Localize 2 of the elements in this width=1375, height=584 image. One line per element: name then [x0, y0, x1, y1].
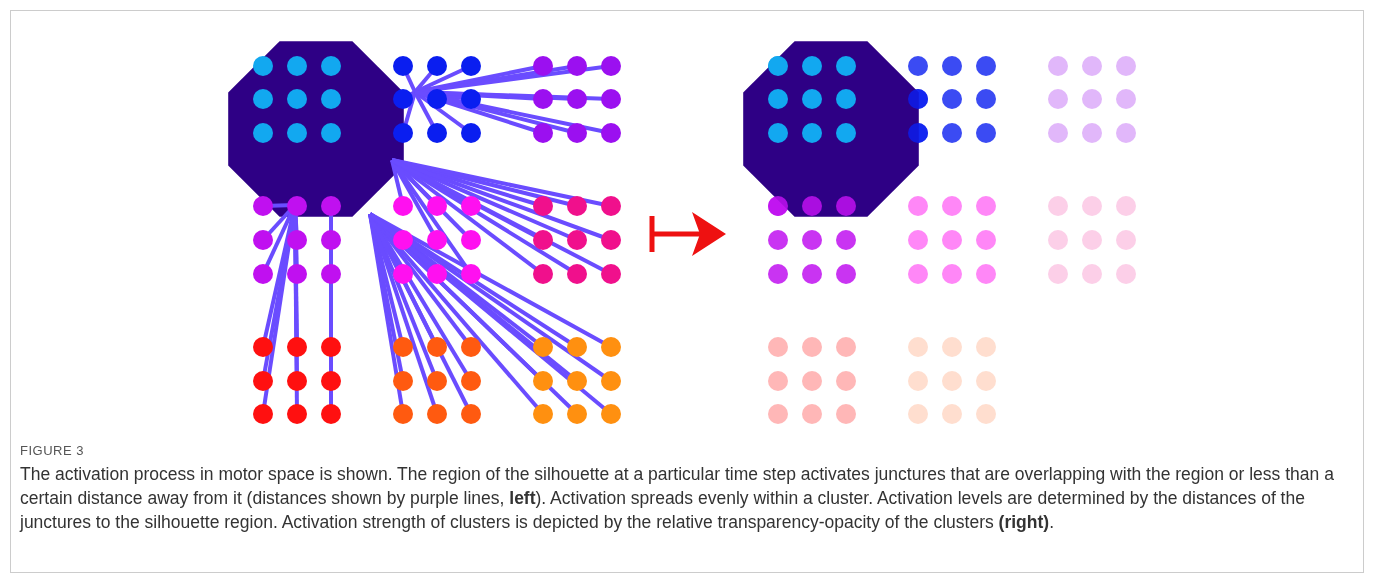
figure-title: FIGURE 3 [20, 443, 84, 458]
figure-caption: The activation process in motor space is shown. The region of the silhouette at a particular time step activates junctures that are overlapping with the region or less than a certain distance away from it (distances shown by purple lines, left). Activation spreads evenly within a cluster. Activation levels are determined by the distances of the junctures to the silhouette region. Activation strength of clusters is depicted by the relative transparency-opacity of the clusters (right). [20, 463, 1335, 534]
